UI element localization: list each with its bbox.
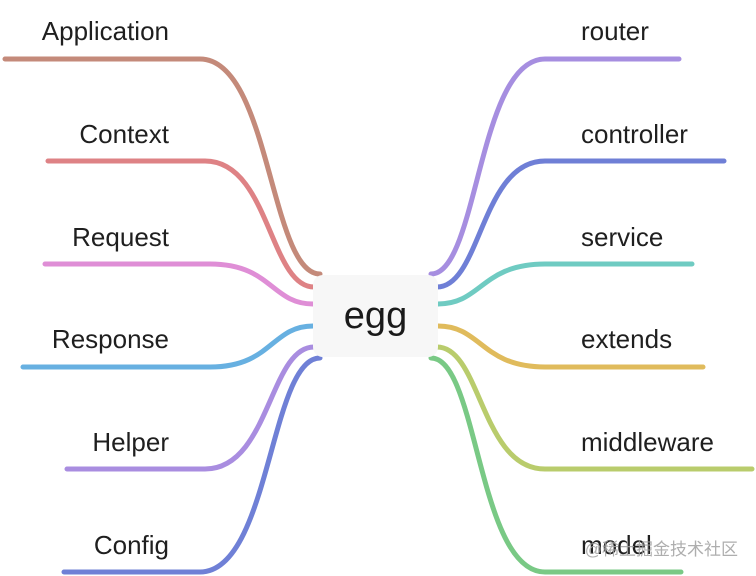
connector-controller — [434, 158, 727, 290]
center-node-egg: egg — [313, 275, 438, 357]
connector-config — [61, 355, 323, 575]
branch-label-middleware: middleware — [581, 427, 714, 457]
branch-label-application: Application — [41, 16, 169, 46]
connector-model — [428, 355, 684, 575]
connector-router — [428, 56, 682, 277]
connector-context — [45, 158, 317, 290]
connector-application — [2, 56, 323, 277]
watermark: @稀土掘金技术社区 — [584, 540, 738, 559]
branch-label-service: service — [581, 222, 664, 252]
branch-label-extends: extends — [581, 324, 673, 354]
branch-label-controller: controller — [581, 119, 688, 149]
branch-label-context: Context — [79, 119, 169, 149]
branch-label-config: Config — [93, 530, 169, 560]
branch-label-helper: Helper — [92, 427, 169, 457]
connector-request — [42, 261, 316, 307]
connector-middleware — [434, 344, 755, 472]
branch-label-router: router — [581, 16, 649, 46]
branch-label-model: model — [581, 530, 652, 560]
branch-label-response: Response — [51, 324, 169, 354]
branch-label-request: Request — [72, 222, 169, 252]
connector-helper — [64, 344, 317, 472]
connector-response — [20, 323, 316, 370]
center-node-label: egg — [343, 294, 408, 337]
connector-extends — [435, 323, 706, 370]
connector-service — [435, 261, 695, 307]
